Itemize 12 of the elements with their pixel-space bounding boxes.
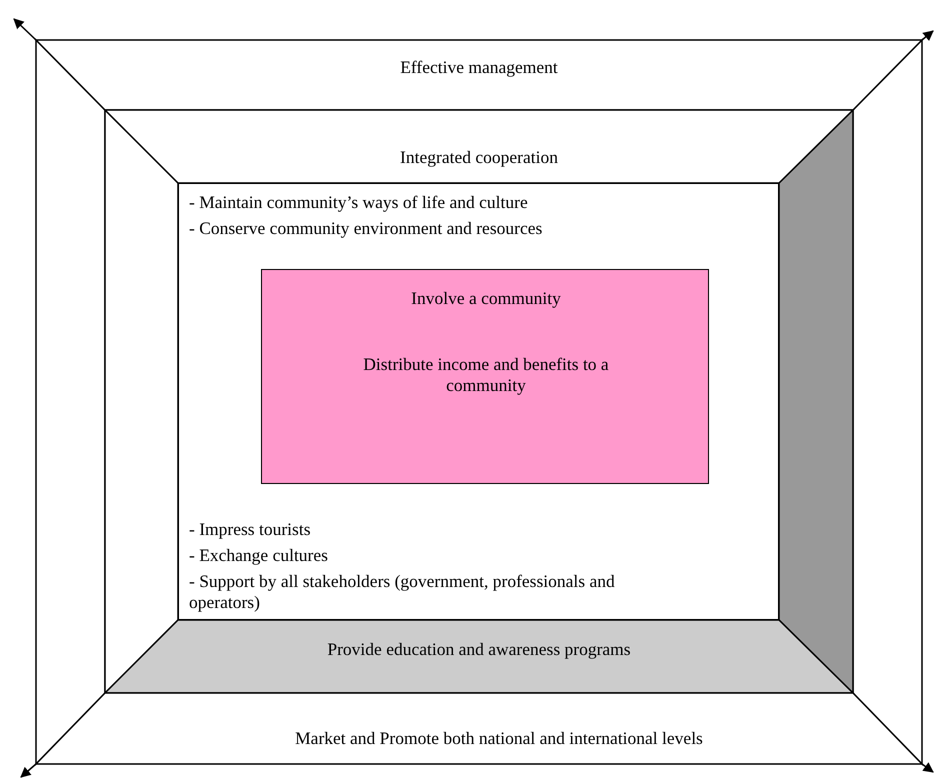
bullet-text: - Exchange cultures — [189, 545, 328, 565]
highlight-box — [261, 269, 709, 484]
panel-label: Market and Promote both national and international levels — [295, 728, 703, 748]
bullet-text: - Support by all stakeholders (government, professionals and operators) — [189, 571, 615, 612]
panel-label: Effective management — [400, 57, 558, 77]
panel-label: Distribute income and benefits to a community — [363, 354, 609, 395]
bullet-text: - Conserve community environment and resources — [189, 218, 542, 238]
panel-label: Integrated cooperation — [400, 147, 558, 167]
bullet-text: - Impress tourists — [189, 519, 311, 539]
panel-label: Provide education and awareness programs — [327, 639, 631, 659]
panel-label: Involve a community — [411, 288, 561, 308]
bullet-text: - Maintain community’s ways of life and culture — [189, 192, 528, 212]
